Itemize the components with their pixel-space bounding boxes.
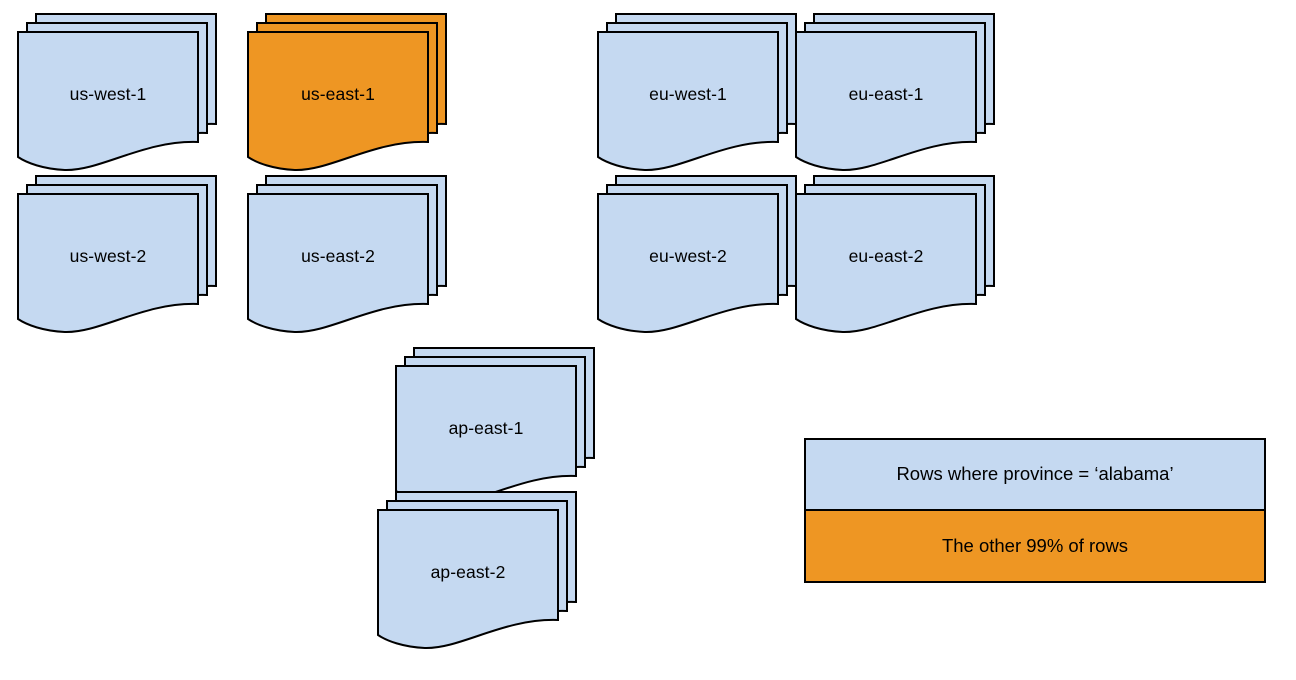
region-stack-glyph <box>247 13 447 172</box>
region-stack-glyph <box>17 13 217 172</box>
region-stack-eu-west-2[interactable]: eu-west-2 <box>597 175 816 334</box>
data-sheet-layer-0 <box>247 193 429 334</box>
legend-label-orange: The other 99% of rows <box>941 534 1129 556</box>
region-stack-glyph <box>597 175 797 334</box>
data-sheet-layer-0 <box>377 509 559 650</box>
region-stack-us-west-2[interactable]: us-west-2 <box>17 175 236 334</box>
legend-row-orange: The other 99% of rows <box>806 510 1264 581</box>
region-stack-glyph <box>395 347 595 506</box>
legend-label-blue: Rows where province = ‘alabama’ <box>896 463 1174 485</box>
data-sheet-layer-0 <box>395 365 577 506</box>
data-sheet-layer-0 <box>247 31 429 172</box>
data-sheet-layer-0 <box>17 193 199 334</box>
region-stack-eu-east-2[interactable]: eu-east-2 <box>795 175 1014 334</box>
region-stack-glyph <box>795 175 995 334</box>
region-stack-ap-east-1[interactable]: ap-east-1 <box>395 347 614 506</box>
data-sheet-layer-0 <box>795 31 977 172</box>
region-stack-glyph <box>795 13 995 172</box>
region-stack-us-west-1[interactable]: us-west-1 <box>17 13 236 172</box>
region-stack-glyph <box>247 175 447 334</box>
region-stack-ap-east-2[interactable]: ap-east-2 <box>377 491 596 650</box>
data-sheet-layer-0 <box>17 31 199 172</box>
region-stack-us-east-1[interactable]: us-east-1 <box>247 13 466 172</box>
data-sheet-layer-0 <box>597 31 779 172</box>
data-sheet-layer-0 <box>597 193 779 334</box>
region-stack-glyph <box>17 175 217 334</box>
region-stack-glyph <box>597 13 797 172</box>
region-stack-eu-east-1[interactable]: eu-east-1 <box>795 13 1014 172</box>
region-stack-eu-west-1[interactable]: eu-west-1 <box>597 13 816 172</box>
legend: Rows where province = ‘alabama’ The othe… <box>804 438 1266 583</box>
legend-row-blue: Rows where province = ‘alabama’ <box>806 440 1264 511</box>
region-stack-us-east-2[interactable]: us-east-2 <box>247 175 466 334</box>
data-sheet-layer-0 <box>795 193 977 334</box>
region-stack-glyph <box>377 491 577 650</box>
